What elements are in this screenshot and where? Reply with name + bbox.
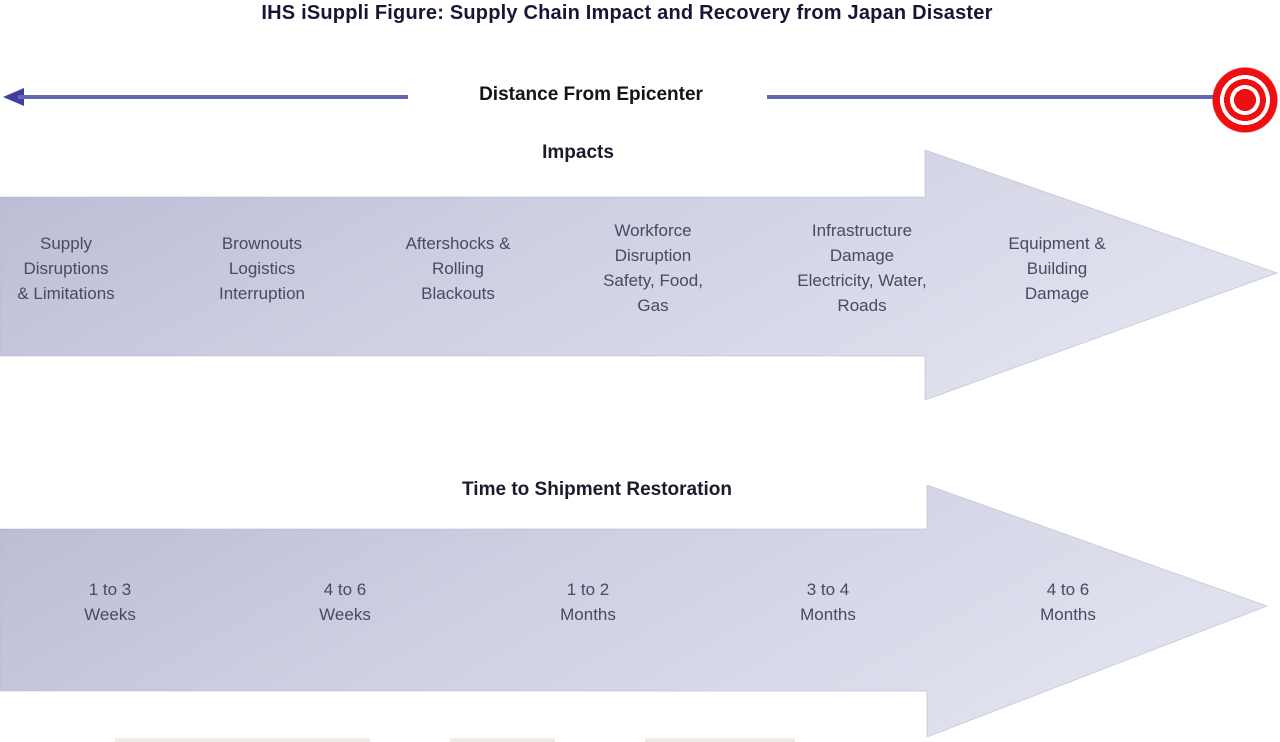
impact-item-line: Infrastructure — [811, 221, 913, 240]
figure-title: IHS iSuppli Figure: Supply Chain Impact … — [261, 2, 993, 24]
impact-item-infrastructure: Infrastructure Damage Electricity, Water… — [767, 200, 957, 336]
impact-item-equipment: Equipment & Building Damage — [962, 200, 1152, 336]
restoration-item-4to6-months: 4 to 6 Months — [973, 560, 1163, 644]
impact-item-line: Logistics — [228, 258, 296, 278]
impact-item-line: Blackouts — [421, 283, 495, 303]
impact-item-line: Brownouts — [221, 233, 303, 253]
epicenter-bullseye-icon — [1212, 67, 1278, 133]
restoration-item-line: Months — [560, 605, 616, 624]
faint-cropped-text — [115, 738, 370, 742]
restoration-item-line: 1 to 3 — [88, 580, 132, 599]
restoration-item-line: 1 to 2 — [566, 580, 610, 599]
impact-item-line: Aftershocks & — [405, 233, 511, 253]
restoration-item-line: 4 to 6 — [1046, 580, 1090, 599]
impacts-arrow-shape — [0, 150, 1279, 400]
impact-item-line: Rolling — [432, 258, 484, 278]
restoration-item-3to4-months: 3 to 4 Months — [733, 560, 923, 644]
impact-item-line: Disruptions — [23, 258, 109, 278]
impact-item-line: Disruption — [614, 246, 692, 265]
impacts-heading: Impacts — [542, 142, 614, 163]
impact-item-line: Safety, Food, — [603, 271, 703, 290]
impact-item-line: Electricity, Water, — [797, 271, 927, 290]
impact-item-line: Damage — [1024, 283, 1090, 303]
impact-item-workforce: Workforce Disruption Safety, Food, Gas — [558, 200, 748, 336]
restoration-item-line: Months — [800, 605, 856, 624]
restoration-item-line: 4 to 6 — [323, 580, 367, 599]
impact-item-aftershocks: Aftershocks & Rolling Blackouts — [363, 200, 553, 336]
restoration-item-4to6-weeks: 4 to 6 Weeks — [250, 560, 440, 644]
impact-item-line: & Limitations — [17, 283, 115, 303]
distance-axis-line-left — [18, 95, 408, 99]
restoration-item-1to2-months: 1 to 2 Months — [493, 560, 683, 644]
faint-cropped-text — [645, 738, 795, 742]
restoration-item-line: Months — [1040, 605, 1096, 624]
impact-item-line: Roads — [837, 296, 887, 315]
impact-item-line: Supply — [40, 233, 92, 253]
restoration-item-line: Weeks — [319, 605, 371, 624]
impact-item-line: Gas — [637, 296, 669, 315]
distance-axis-label: Distance From Epicenter — [479, 84, 703, 105]
distance-axis-line-right — [767, 95, 1214, 99]
impact-item-line: Interruption — [219, 283, 305, 303]
restoration-item-1to3-weeks: 1 to 3 Weeks — [15, 560, 205, 644]
impact-item-line: Equipment & — [1008, 233, 1106, 253]
faint-cropped-text — [450, 738, 555, 742]
restoration-item-line: Weeks — [84, 605, 136, 624]
restoration-item-line: 3 to 4 — [806, 580, 850, 599]
restoration-arrow-shape — [0, 485, 1269, 737]
impact-item-supply-disruptions: Supply Disruptions & Limitations — [0, 200, 161, 336]
impact-item-brownouts: Brownouts Logistics Interruption — [167, 200, 357, 336]
impact-item-line: Damage — [829, 246, 895, 265]
restoration-heading: Time to Shipment Restoration — [462, 479, 732, 500]
left-arrowhead-icon — [3, 88, 24, 106]
impact-item-line: Workforce — [614, 221, 692, 240]
impact-item-line: Building — [1026, 258, 1088, 278]
